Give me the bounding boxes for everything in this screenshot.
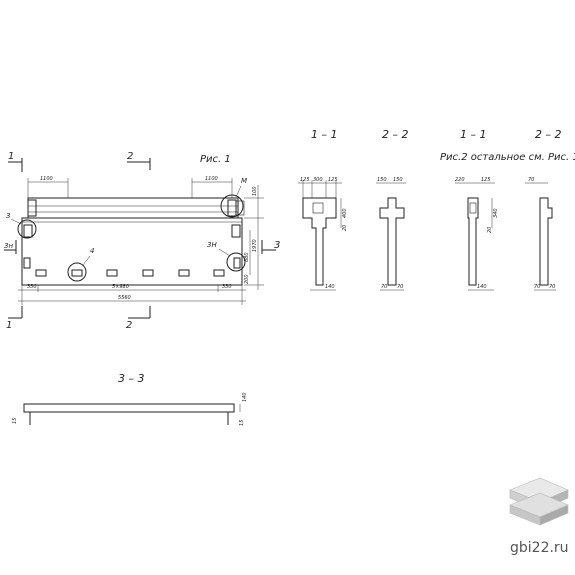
section-title-11a: 1 – 1	[311, 128, 338, 141]
dim-top-right-label: 1100	[205, 176, 218, 182]
dim-bottom: 330 5×980 330 5560	[18, 284, 246, 305]
fig2-label: Рис.2 остальное см. Рис. 1	[440, 152, 575, 163]
s11a-d1: 125	[300, 177, 310, 183]
section-22b: 70 70 70	[525, 177, 556, 291]
s22a-d2: 150	[393, 177, 403, 183]
main-view: 1 2 Рис. 1 1100 1100	[4, 151, 280, 331]
dim-top-right: 1100	[191, 176, 233, 198]
s22b-d3: 70	[549, 284, 555, 290]
watermark-logo-icon	[509, 477, 569, 526]
callout-circle-3n	[226, 252, 246, 272]
bottom-teeth	[35, 269, 225, 277]
callout-3n-right-label: 3Н	[207, 241, 217, 249]
dim-bottom-left-label: 330	[27, 284, 37, 290]
section-mark-2-bottom-label: 2	[126, 320, 132, 331]
s22b-d1: 70	[528, 177, 534, 183]
section-11b: 220 125 340 20 140	[455, 177, 499, 291]
section-mark-1-bottom-label: 1	[6, 320, 12, 331]
section-mark-1-top: 1	[8, 151, 23, 172]
dim-right-low-label: 880	[244, 252, 250, 262]
dim-bottom-mid-label: 5×980	[112, 284, 129, 290]
s11a-d3: 125	[328, 177, 338, 183]
s22a-d1: 150	[377, 177, 387, 183]
section-mark-2-top: 2	[127, 151, 151, 170]
dim-right-bot-label: 200	[244, 274, 250, 284]
callout-circle-3	[17, 219, 37, 239]
section-mark-1-bottom: 1	[6, 306, 23, 331]
section-mark-2-bottom: 2	[126, 306, 151, 331]
section-22a: 150 150 70 70	[376, 177, 406, 291]
dim-top-left-label: 1100	[40, 176, 53, 182]
section-mark-3-right: 3	[261, 240, 280, 254]
s11b-d2: 125	[481, 177, 491, 183]
s11b-d1: 220	[455, 177, 465, 183]
watermark-text: gbi22.ru	[510, 540, 569, 556]
fig1-label: Рис. 1	[200, 154, 231, 165]
wall-panel	[21, 217, 243, 286]
s11a-d6: 140	[325, 284, 335, 290]
s33-d-right: 140	[242, 392, 248, 402]
section-11a: 125 300 125 400 20 140	[298, 177, 348, 291]
section-mark-1-top-label: 1	[8, 151, 14, 162]
callout-circle-4	[67, 262, 87, 282]
callout-circle-M	[220, 194, 244, 218]
s11b-d4: 20	[487, 227, 493, 233]
section-33-beam	[23, 403, 235, 413]
section-title-11b: 1 – 1	[460, 128, 487, 141]
dim-total-label: 5560	[118, 295, 131, 301]
dim-right-mid-label: 1970	[252, 239, 258, 252]
s33-d-right-foot: 15	[239, 420, 245, 426]
section-33: 3 – 3 140 15 15	[12, 372, 248, 426]
dim-bottom-right-label: 330	[222, 284, 232, 290]
section-title-22a: 2 – 2	[382, 128, 409, 141]
section-mark-2-top-label: 2	[127, 151, 133, 162]
s33-d-left-foot: 15	[12, 418, 18, 424]
section-title-22b: 2 – 2	[535, 128, 562, 141]
section-mark-3-right-label: 3	[274, 240, 280, 251]
s22b-d2: 70	[534, 284, 540, 290]
dim-right-top-label: 100	[252, 186, 258, 196]
callout-4-label: 4	[90, 247, 94, 255]
s22a-d3: 70	[381, 284, 387, 290]
callout-3-label: 3	[6, 212, 10, 220]
s11b-d3: 340	[493, 208, 499, 218]
s11a-d5: 20	[342, 225, 348, 231]
s11a-d4: 400	[342, 208, 348, 218]
dim-right: 100 1970 880 200	[244, 185, 264, 290]
callout-3n-left-label: 3н	[4, 242, 13, 250]
s11b-d5: 140	[477, 284, 487, 290]
s22a-d4: 70	[397, 284, 403, 290]
top-beam	[27, 197, 239, 219]
s11a-d2: 300	[313, 177, 323, 183]
callout-M-label: М	[241, 177, 247, 185]
section-title-33: 3 – 3	[118, 372, 145, 385]
dim-top-left: 1100	[27, 176, 69, 198]
